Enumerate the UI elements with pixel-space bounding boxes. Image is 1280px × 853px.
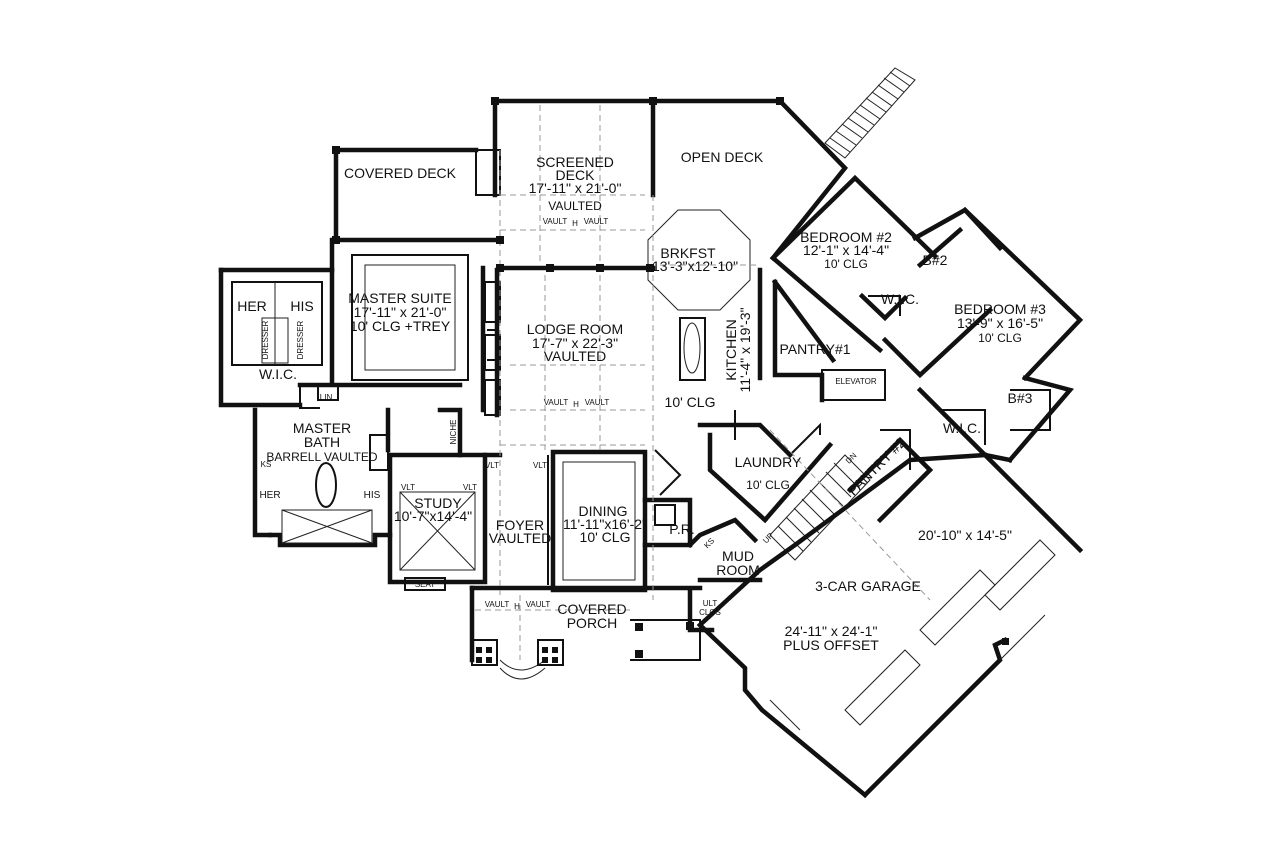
master-wic-dresser2: DRESSER: [296, 320, 305, 359]
wic-bed3-label: W.I.C.: [943, 420, 981, 436]
dining-size: 11'-11"x16'-2": [563, 516, 647, 532]
posts: [332, 97, 1009, 663]
dining-name: DINING: [579, 503, 628, 519]
screened-deck-vault2: VAULT: [584, 217, 609, 226]
screened-deck-vault: VAULT: [543, 217, 568, 226]
up-label: UP: [761, 531, 775, 545]
pr-label: P.R.: [669, 521, 694, 537]
ult-clos-name2: CLOS: [699, 608, 721, 617]
master-wic-her: HER: [237, 298, 267, 314]
garage-size-top: 20'-10" x 14'-5": [918, 527, 1012, 543]
screened-deck-name2: DECK: [556, 167, 596, 183]
room-labels: COVERED DECK SCREENED DECK 17'-11" x 21'…: [237, 149, 1046, 653]
master-bath-name2: BATH: [304, 434, 340, 450]
lodge-room-vault-mark: H: [573, 400, 579, 409]
master-bath-her: HER: [259, 490, 280, 501]
elevator-label: ELEVATOR: [835, 377, 877, 386]
bedroom2-clg: 10' CLG: [824, 257, 868, 271]
lodge-room-vault: VAULT: [544, 398, 569, 407]
lodge-room-size: 17'-7" x 22'-3": [532, 335, 618, 351]
covered-porch-vault2: VAULT: [526, 600, 551, 609]
bedroom3-size: 13'-9" x 16'-5": [957, 315, 1043, 331]
kitchen-name: KITCHEN: [723, 319, 739, 380]
b2-label: B#2: [923, 252, 948, 268]
mud-room-name2: ROOM: [716, 562, 760, 578]
bedroom3-name: BEDROOM #3: [954, 301, 1046, 317]
mud-room-name: MUD: [722, 548, 754, 564]
b3-label: B#3: [1008, 390, 1033, 406]
master-suite-clg: 10' CLG +TREY: [350, 318, 451, 334]
study-name: STUDY: [414, 495, 462, 511]
foyer-vlt1: VLT: [485, 461, 499, 470]
master-wic-name: W.I.C.: [259, 366, 297, 382]
master-bath-name: MASTER: [293, 420, 351, 436]
lodge-room-vault2: VAULT: [585, 398, 610, 407]
open-deck-label: OPEN DECK: [681, 149, 764, 165]
bedroom2-name: BEDROOM #2: [800, 229, 892, 245]
kitchen-size: 11'-4" x 19'-3": [737, 307, 753, 392]
wic-bed2-label: W.I.C.: [881, 291, 919, 307]
lodge-room-name: LODGE ROOM: [527, 321, 623, 337]
bedroom2-size: 12'-1" x 14'-4": [803, 242, 889, 258]
dining-clg: 10' CLG: [580, 529, 631, 545]
beam-lines: [475, 105, 931, 660]
laundry-clg: 10' CLG: [746, 478, 790, 492]
study-size: 10'-7"x14'-4": [394, 508, 472, 524]
pantry1-label: PANTRY#1: [779, 341, 850, 357]
covered-porch-vault-mark: H: [514, 602, 520, 611]
master-suite-size: 17'-11" x 21'-0": [354, 304, 447, 320]
covered-porch-name2: PORCH: [567, 615, 618, 631]
stairs-laundry: [769, 454, 871, 561]
garage-name: 3-CAR GARAGE: [815, 578, 921, 594]
screened-deck-size: 17'-11" x 21'-0": [529, 180, 622, 196]
master-wic-his: HIS: [290, 298, 313, 314]
covered-deck-label: COVERED DECK: [344, 165, 457, 181]
niche-label: NICHE: [449, 420, 458, 445]
laundry-name: LAUNDRY: [735, 454, 802, 470]
dn-label: DN: [844, 451, 859, 466]
master-bath-his: HIS: [364, 490, 381, 501]
study-vlt1: VLT: [401, 483, 415, 492]
study-seat: SEAT: [415, 580, 435, 589]
covered-porch-vault: VAULT: [485, 600, 510, 609]
brkfst-size: 13'-3"x12'-10": [652, 258, 738, 274]
covered-porch-name: COVERED: [557, 601, 626, 617]
screened-deck-name: SCREENED: [536, 154, 614, 170]
foyer-name: FOYER: [496, 517, 544, 533]
master-wic-dresser1: DRESSER: [261, 320, 270, 359]
mud-room-ks: KS: [702, 536, 716, 550]
lodge-room-note: VAULTED: [544, 348, 607, 364]
study-vlt2: VLT: [463, 483, 477, 492]
master-bath-ks: KS: [261, 460, 272, 469]
bedroom3-clg: 10' CLG: [978, 331, 1022, 345]
garage-size: 24'-11" x 24'-1": [785, 623, 878, 639]
master-suite-name: MASTER SUITE: [348, 290, 451, 306]
screened-deck-vault-mark: H: [572, 219, 578, 228]
brkfst-name: BRKFST: [660, 245, 716, 261]
foyer-note: VAULTED: [489, 530, 552, 546]
garage-note: PLUS OFFSET: [783, 637, 879, 653]
master-bath-note: BARRELL VAULTED: [266, 450, 377, 464]
foyer-vlt2: VLT: [533, 461, 547, 470]
kitchen-clg: 10' CLG: [665, 394, 716, 410]
walls: [218, 67, 1084, 799]
lin-label: LIN: [320, 393, 333, 402]
ult-clos-name: ULT: [703, 599, 718, 608]
screened-deck-note: VAULTED: [548, 199, 602, 213]
